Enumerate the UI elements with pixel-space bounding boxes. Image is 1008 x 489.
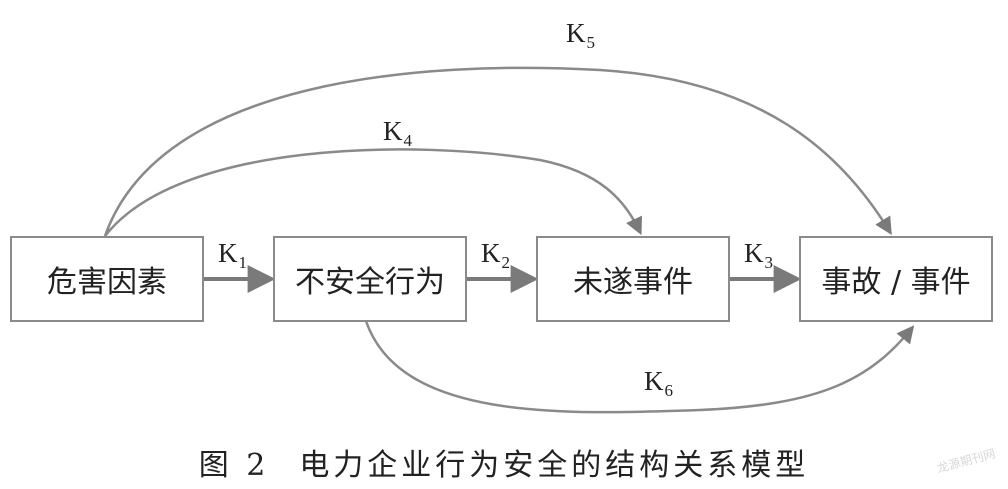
- edge-k4-curve: [104, 148, 642, 237]
- edge-k2-label: K2: [481, 238, 510, 273]
- edge-k6-label: K6: [644, 366, 673, 401]
- figure-caption: 图 2 电力企业行为安全的结构关系模型: [0, 440, 1008, 484]
- node-hazard-factors-label: 危害因素: [47, 265, 167, 300]
- node-near-miss-label: 未遂事件: [573, 265, 693, 300]
- edge-k3-label-sub: 3: [764, 253, 774, 272]
- node-accident-event-label: 事故 / 事件: [821, 265, 971, 300]
- edge-k5-label-base: K: [566, 18, 586, 48]
- figure-number: 图 2: [198, 448, 270, 483]
- edge-k3-label-base: K: [744, 238, 764, 268]
- edge-k1-label-base: K: [218, 238, 238, 268]
- node-near-miss: 未遂事件: [536, 236, 730, 322]
- edge-k3-label: K3: [744, 238, 773, 273]
- edge-k5-curve: [103, 66, 892, 237]
- edge-k5-label: K5: [566, 18, 595, 53]
- edge-k1-label: K1: [218, 238, 247, 273]
- node-unsafe-behavior: 不安全行为: [273, 236, 467, 322]
- edge-k6-label-sub: 6: [664, 381, 674, 400]
- edge-k4-label-base: K: [383, 116, 403, 146]
- node-unsafe-behavior-label: 不安全行为: [295, 265, 445, 300]
- edge-k1-label-sub: 1: [238, 253, 248, 272]
- node-hazard-factors: 危害因素: [10, 236, 204, 322]
- edge-k2-label-sub: 2: [501, 253, 511, 272]
- figure-title: 电力企业行为安全的结构关系模型: [299, 448, 810, 483]
- edge-k5-label-sub: 5: [586, 33, 596, 52]
- edge-k4-label: K4: [383, 116, 412, 151]
- edge-k4-label-sub: 4: [403, 131, 413, 150]
- node-accident-event: 事故 / 事件: [799, 236, 993, 322]
- edge-k2-label-base: K: [481, 238, 501, 268]
- edge-k6-label-base: K: [644, 366, 664, 396]
- edge-k6-curve: [364, 320, 915, 414]
